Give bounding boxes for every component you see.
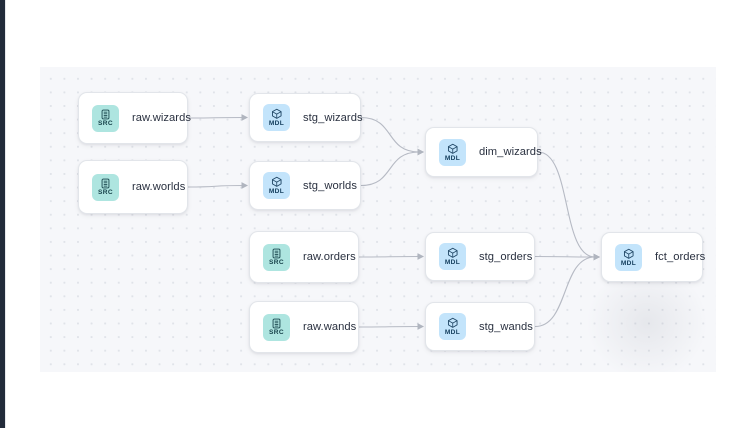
node-label: stg_orders <box>479 250 533 263</box>
lineage-node-raw_wizards[interactable]: SRC raw.wizards <box>78 92 191 144</box>
left-rail-divider <box>5 0 6 428</box>
node-type-badge-label: MDL <box>444 329 461 337</box>
database-icon: SRC <box>92 173 119 201</box>
lineage-node-dim_wizards[interactable]: MDL dim_wizards <box>425 127 542 177</box>
edge-arrowhead <box>417 253 424 260</box>
edge-stg_orders-to-fct_orders <box>534 255 596 258</box>
node-label: raw.wizards <box>132 112 191 124</box>
node-type-badge-label: MDL <box>268 120 285 128</box>
cube-icon: MDL <box>439 313 466 340</box>
node-label: raw.wands <box>303 321 357 333</box>
database-icon: SRC <box>263 243 290 271</box>
edge-raw_worlds-to-stg_worlds <box>187 184 244 188</box>
edge-arrowhead <box>241 114 248 121</box>
node-type-badge-label: MDL <box>620 259 637 267</box>
edge-raw_orders-to-stg_orders <box>358 255 420 258</box>
node-type-badge-label: MDL <box>444 154 461 162</box>
lineage-node-stg_orders[interactable]: MDL stg_orders <box>425 232 535 281</box>
node-label: fct_orders <box>655 251 706 263</box>
cube-icon: MDL <box>263 172 290 199</box>
lineage-node-raw_worlds[interactable]: SRC raw.worlds <box>78 160 188 214</box>
node-type-badge-label: MDL <box>268 188 285 196</box>
edge-stg_worlds-to-dim_wizards <box>360 151 420 187</box>
node-type-badge-label: SRC <box>98 120 113 128</box>
lineage-edges <box>187 114 600 330</box>
edge-arrowhead <box>417 323 424 330</box>
edge-stg_wizards-to-dim_wizards <box>360 116 420 153</box>
lineage-node-raw_orders[interactable]: SRC raw.orders <box>249 231 359 283</box>
cube-icon: MDL <box>439 138 466 166</box>
database-icon: SRC <box>263 313 290 341</box>
cube-icon: MDL <box>439 243 466 270</box>
node-label: stg_wands <box>479 320 533 333</box>
edge-arrowhead <box>593 253 600 261</box>
cube-icon: MDL <box>615 243 642 271</box>
lineage-node-stg_wizards[interactable]: MDL stg_wizards <box>249 93 363 142</box>
database-icon: SRC <box>92 104 119 132</box>
lineage-node-stg_wands[interactable]: MDL stg_wands <box>425 302 535 351</box>
node-label: stg_wizards <box>303 111 363 124</box>
lineage-node-fct_orders[interactable]: MDL fct_orders <box>601 232 706 282</box>
lineage-node-raw_wands[interactable]: SRC raw.wands <box>249 301 359 353</box>
edge-arrowhead <box>417 148 424 156</box>
node-type-badge-label: SRC <box>98 189 113 197</box>
edge-arrowhead <box>241 182 248 189</box>
edge-raw_wizards-to-stg_wizards <box>187 116 244 119</box>
lineage-node-stg_worlds[interactable]: MDL stg_worlds <box>249 161 361 210</box>
cube-icon: MDL <box>263 104 290 131</box>
left-nav-rail <box>0 0 5 428</box>
node-type-badge-label: SRC <box>269 329 284 337</box>
node-label: raw.worlds <box>132 181 186 193</box>
node-label: dim_wizards <box>479 146 542 158</box>
node-label: stg_worlds <box>303 179 357 192</box>
edge-raw_wands-to-stg_wands <box>358 325 420 328</box>
edge-dim_wizards-to-fct_orders <box>537 151 596 258</box>
edge-stg_wands-to-fct_orders <box>534 256 596 328</box>
node-type-badge-label: SRC <box>269 259 284 267</box>
node-type-badge-label: MDL <box>444 259 461 267</box>
node-label: raw.orders <box>303 251 356 263</box>
